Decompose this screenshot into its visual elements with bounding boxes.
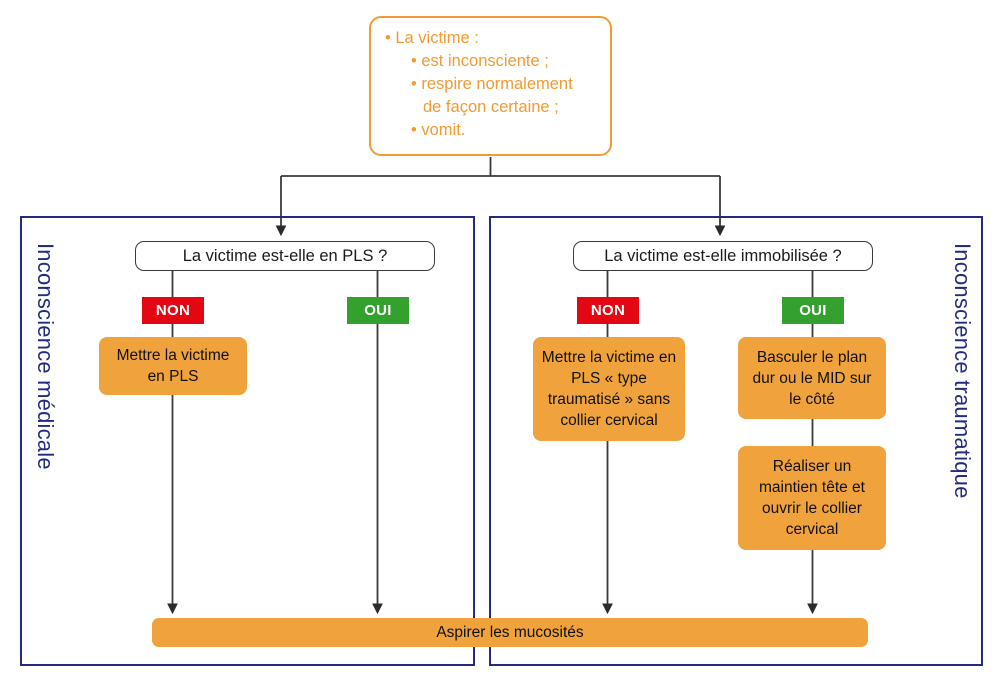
action-right-oui-first: Basculer le plan dur ou le MID sur le cô…	[738, 337, 886, 419]
criteria-list: La victime : est inconsciente ; respire …	[371, 18, 610, 142]
chip-right-oui: OUI	[782, 297, 844, 324]
question-box-immobilized: La victime est-elle immobilisée ?	[573, 241, 873, 271]
question-box-pls: La victime est-elle en PLS ?	[135, 241, 435, 271]
criteria-item: respire normalement	[385, 73, 610, 96]
panel-label-traumatic: Inconscience traumatique	[950, 243, 975, 499]
panel-label-medical: Inconscience médicale	[33, 243, 58, 470]
panel-medical-unconsciousness	[20, 216, 475, 666]
action-right-oui-second: Réaliser un maintien tête et ouvrir le c…	[738, 446, 886, 550]
chip-right-non: NON	[577, 297, 639, 324]
criteria-item: vomit.	[385, 119, 610, 142]
panel-traumatic-unconsciousness	[489, 216, 983, 666]
criteria-item-continuation: de façon certaine ;	[423, 98, 559, 116]
criteria-item: La victime :	[385, 27, 610, 50]
final-action-bar: Aspirer les mucosités	[152, 618, 868, 647]
action-left-non: Mettre la victime en PLS	[99, 337, 247, 395]
chip-left-oui: OUI	[347, 297, 409, 324]
chip-left-non: NON	[142, 297, 204, 324]
action-right-non: Mettre la victime en PLS « type traumati…	[533, 337, 685, 441]
criteria-box: La victime : est inconsciente ; respire …	[369, 16, 612, 156]
criteria-item: est inconsciente ;	[385, 50, 610, 73]
